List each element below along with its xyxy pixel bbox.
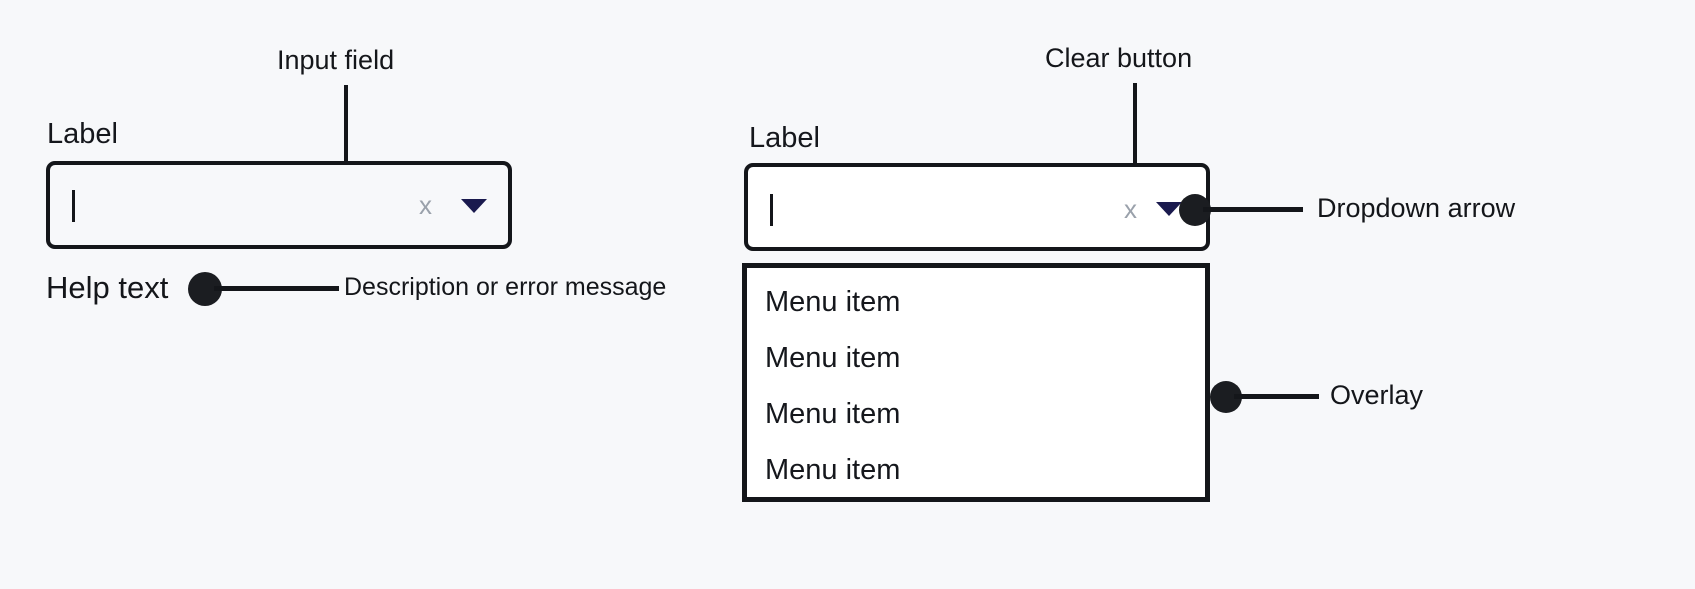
annotation-overlay-label: Overlay bbox=[1330, 380, 1424, 410]
dropdown-overlay-panel[interactable] bbox=[742, 263, 1210, 502]
leader-line-help-text bbox=[214, 286, 339, 291]
leader-line-overlay bbox=[1234, 394, 1319, 399]
left-field-label: Label bbox=[47, 118, 118, 150]
chevron-down-icon-right[interactable] bbox=[1156, 202, 1182, 216]
menu-item[interactable]: Menu item bbox=[765, 398, 901, 430]
clear-icon-right[interactable]: x bbox=[1124, 194, 1137, 224]
leader-line-clear-button bbox=[1133, 83, 1137, 180]
chevron-down-icon[interactable] bbox=[461, 199, 487, 213]
right-input-field[interactable] bbox=[744, 163, 1210, 251]
right-input-caret bbox=[770, 194, 773, 226]
annotation-description-label: Description or error message bbox=[344, 273, 667, 301]
left-input-caret bbox=[72, 190, 75, 222]
annotation-input-field-label: Input field bbox=[277, 45, 395, 75]
leader-line-dropdown-arrow bbox=[1203, 207, 1303, 212]
menu-item[interactable]: Menu item bbox=[765, 342, 901, 374]
annotation-dropdown-arrow-label: Dropdown arrow bbox=[1317, 193, 1516, 223]
left-field-help-text: Help text bbox=[46, 270, 169, 305]
menu-item[interactable]: Menu item bbox=[765, 454, 901, 486]
clear-icon[interactable]: x bbox=[419, 190, 432, 220]
left-input-field[interactable] bbox=[46, 161, 512, 249]
right-field-label: Label bbox=[749, 122, 820, 154]
leader-line-input-field bbox=[344, 85, 348, 183]
annotation-clear-button-label: Clear button bbox=[1045, 43, 1193, 73]
menu-item[interactable]: Menu item bbox=[765, 286, 901, 318]
